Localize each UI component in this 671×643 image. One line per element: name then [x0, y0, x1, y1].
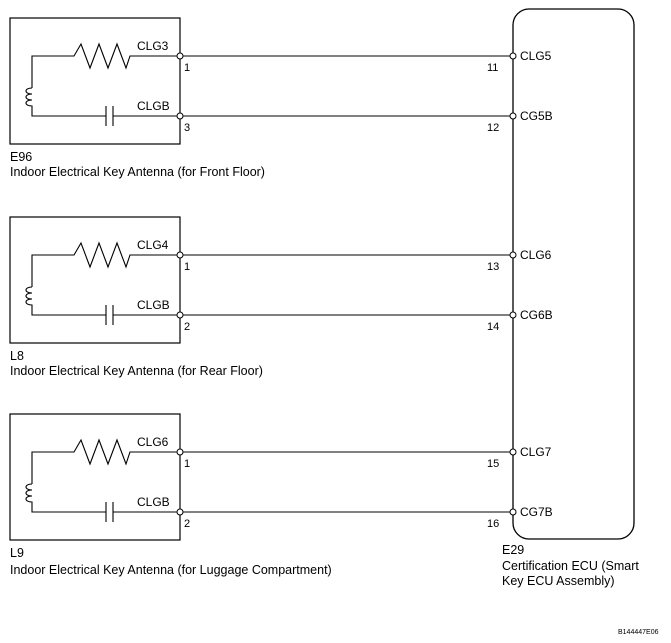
connector-terminal: [176, 508, 184, 516]
ecu-name-line1: Certification ECU (Smart: [502, 559, 639, 573]
ecu-terminal: [509, 508, 517, 516]
pin-number: 3: [184, 122, 190, 134]
ecu-code: E29: [502, 543, 525, 557]
ecu-terminal-label: CLG5: [520, 49, 552, 63]
antenna-e96: CLG3 CLGB 1 3 11 12 CLG5 CG5B: [9, 17, 553, 145]
ecu-terminal: [509, 311, 517, 319]
pin-number: 1: [184, 62, 190, 74]
ecu-pin-number: 13: [487, 261, 499, 273]
ecu-name-line2: Key ECU Assembly): [502, 574, 615, 588]
antenna-name-l9: Indoor Electrical Key Antenna (for Lugga…: [10, 563, 332, 577]
terminal-label: CLG4: [137, 238, 169, 252]
terminal-label: CLGB: [137, 298, 170, 312]
ecu-terminal-label: CLG6: [520, 248, 552, 262]
connector-terminal: [176, 448, 184, 456]
ecu-pin-number: 12: [487, 122, 499, 134]
coil-symbol: [25, 286, 106, 316]
ecu-terminal-label: CG7B: [520, 505, 553, 519]
ecu-terminal-label: CG5B: [520, 109, 553, 123]
antenna-box: [9, 413, 181, 541]
terminal-label: CLGB: [137, 495, 170, 509]
antenna-l9: CLG6 CLGB 1 2 15 16 CLG7 CG7B: [9, 413, 553, 541]
ecu-terminal-label: CLG7: [520, 445, 552, 459]
ecu-terminal: [509, 52, 517, 60]
terminal-label: CLG6: [137, 435, 169, 449]
resistor-symbol: [31, 42, 178, 88]
figure-code: B144447E06: [618, 629, 659, 636]
terminal-label: CLG3: [137, 39, 169, 53]
antenna-code-l9: L9: [10, 546, 24, 560]
antenna-code-l8: L8: [10, 349, 24, 363]
ecu-pin-number: 16: [487, 518, 499, 530]
connector-terminal: [176, 52, 184, 60]
antenna-name-e96: Indoor Electrical Key Antenna (for Front…: [10, 165, 265, 179]
terminal-label: CLGB: [137, 99, 170, 113]
coil-symbol: [25, 87, 106, 117]
ecu-box: [512, 8, 635, 540]
pin-number: 1: [184, 458, 190, 470]
pin-number: 2: [184, 321, 190, 333]
resistor-symbol: [31, 241, 178, 287]
resistor-symbol: [31, 438, 178, 484]
ecu-pin-number: 11: [487, 62, 498, 74]
coil-symbol: [25, 483, 106, 513]
ecu-terminal-label: CG6B: [520, 308, 553, 322]
pin-number: 2: [184, 518, 190, 530]
antenna-l8: CLG4 CLGB 1 2 13 14 CLG6 CG6B: [9, 216, 553, 344]
ecu-pin-number: 15: [487, 458, 499, 470]
ecu-terminal: [509, 112, 517, 120]
pin-number: 1: [184, 261, 190, 273]
ecu-pin-number: 14: [487, 321, 499, 333]
antenna-box: [9, 17, 181, 145]
ecu-terminal: [509, 251, 517, 259]
antenna-code-e96: E96: [10, 150, 33, 164]
connector-terminal: [176, 112, 184, 120]
connector-terminal: [176, 251, 184, 259]
antenna-name-l8: Indoor Electrical Key Antenna (for Rear …: [10, 364, 263, 378]
connector-terminal: [176, 311, 184, 319]
ecu-terminal: [509, 448, 517, 456]
antenna-box: [9, 216, 181, 344]
